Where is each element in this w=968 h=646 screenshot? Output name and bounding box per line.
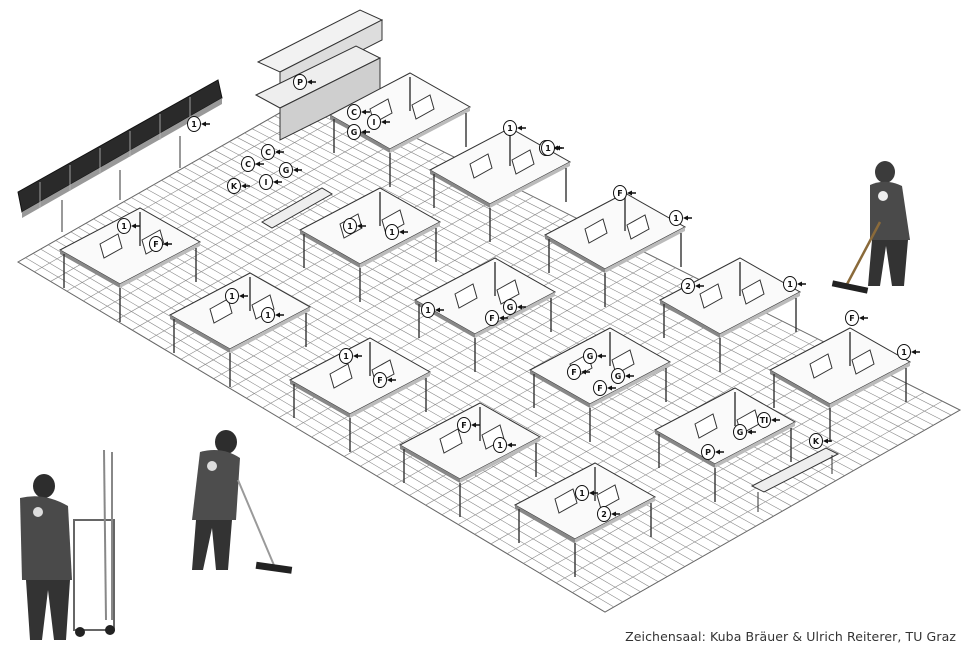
marker-label: F bbox=[377, 376, 382, 385]
marker-label: 1 bbox=[229, 292, 235, 301]
marker-label: F bbox=[597, 384, 602, 393]
marker-label: C bbox=[265, 148, 271, 157]
marker-label: F bbox=[461, 421, 466, 430]
marker-label: 1 bbox=[347, 222, 353, 231]
cleaner-figure-mopping bbox=[192, 430, 292, 574]
marker-label: F bbox=[153, 240, 158, 249]
marker-label: G bbox=[587, 352, 594, 361]
marker-label: 1 bbox=[265, 311, 271, 320]
marker-label: TI bbox=[760, 416, 768, 425]
marker-label: F bbox=[571, 368, 576, 377]
marker-label: P bbox=[705, 448, 711, 457]
marker-label: G bbox=[737, 428, 744, 437]
marker-label: 1 bbox=[673, 214, 679, 223]
marker-label: K bbox=[813, 437, 820, 446]
marker-label: 2 bbox=[685, 282, 691, 291]
marker-label: G bbox=[351, 128, 358, 137]
marker-label: K bbox=[231, 182, 238, 191]
marker-tag: 1 bbox=[670, 211, 693, 226]
marker-label: 1 bbox=[497, 441, 503, 450]
marker-label: G bbox=[507, 303, 514, 312]
cleaner-figure-with-cart bbox=[20, 450, 115, 640]
marker-tag: 1 bbox=[542, 141, 565, 156]
marker-label: G bbox=[615, 372, 622, 381]
marker-tag: 1 bbox=[784, 277, 807, 292]
marker-label: 1 bbox=[901, 348, 907, 357]
marker-label: I bbox=[373, 118, 376, 127]
cleaner-figure-sweeping bbox=[832, 161, 910, 294]
marker-label: I bbox=[265, 178, 268, 187]
marker-tag: 1 bbox=[504, 121, 527, 136]
marker-label: 1 bbox=[121, 222, 127, 231]
marker-label: 2 bbox=[601, 510, 607, 519]
marker-label: F bbox=[849, 314, 854, 323]
marker-label: 1 bbox=[787, 280, 793, 289]
marker-label: P bbox=[297, 78, 303, 87]
marker-tag: 1 bbox=[898, 345, 921, 360]
marker-label: 1 bbox=[545, 144, 551, 153]
marker-tag: 1 bbox=[188, 117, 211, 132]
marker-label: F bbox=[489, 314, 494, 323]
marker-label: C bbox=[245, 160, 251, 169]
marker-label: 1 bbox=[191, 120, 197, 129]
marker-label: 1 bbox=[579, 489, 585, 498]
marker-label: 1 bbox=[389, 228, 395, 237]
marker-label: 1 bbox=[343, 352, 349, 361]
marker-label: F bbox=[617, 189, 622, 198]
marker-label: 1 bbox=[425, 306, 431, 315]
marker-label: G bbox=[283, 166, 290, 175]
marker-label: C bbox=[351, 108, 357, 117]
marker-label: 1 bbox=[507, 124, 513, 133]
marker-tag: F bbox=[846, 311, 869, 326]
image-caption: Zeichensaal: Kuba Bräuer & Ulrich Reiter… bbox=[625, 629, 956, 644]
